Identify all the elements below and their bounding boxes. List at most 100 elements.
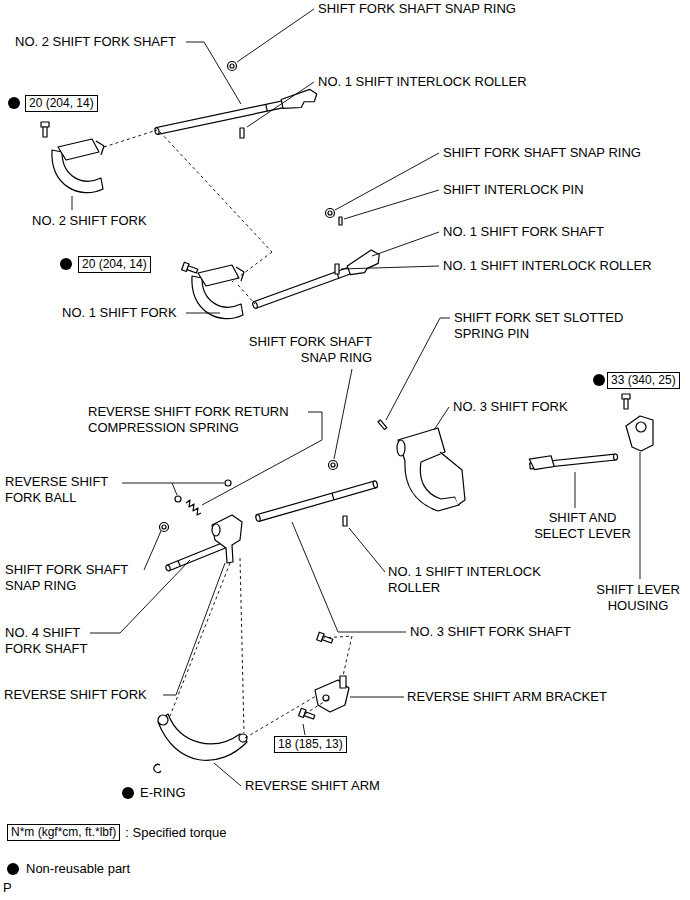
- leader-line: [372, 232, 439, 256]
- shift-and-select-lever: [530, 454, 616, 469]
- reverse-shift-fork: [212, 524, 220, 536]
- leader-line: [349, 528, 385, 572]
- part-label: NO. 3 SHIFT FORK: [453, 399, 568, 415]
- legend-swatch: [7, 863, 19, 875]
- non-reusable-dot: [593, 374, 605, 386]
- snap-ring: [326, 209, 335, 218]
- leader-line: [72, 9, 640, 786]
- non-reusable-dot: [60, 258, 72, 270]
- ball: [225, 480, 231, 486]
- assembly-line: [322, 636, 352, 638]
- torque-box: 33 (340, 25): [607, 372, 680, 389]
- reverse-shift-arm: [158, 714, 247, 760]
- non-reusable-dot: [122, 787, 134, 799]
- snap-ring: [160, 62, 338, 532]
- part-label: SHIFT FORK SHAFT SNAP RING: [318, 1, 516, 17]
- assembly-line: [232, 252, 272, 282]
- leader-line: [303, 724, 305, 735]
- shift-fork-shaft: [252, 301, 258, 309]
- shift-fork-shaft: [266, 104, 267, 111]
- leader-line: [575, 472, 576, 508]
- assembly-line: [240, 558, 244, 733]
- interlock-roller: [240, 128, 244, 138]
- interlock-roller: [335, 264, 339, 274]
- legend-text: : Specified torque: [125, 825, 226, 841]
- part-label: NO. 1 SHIFT INTERLOCK ROLLER: [443, 258, 652, 274]
- part-label: SHIFT FORK SHAFT SNAP RING: [5, 562, 145, 594]
- bolt: [317, 632, 334, 645]
- torque-value: 33 (340, 25): [611, 373, 676, 388]
- shift-fork: [96, 141, 104, 155]
- bolt: [622, 394, 630, 409]
- torque-value: 20 (204, 14): [29, 96, 94, 111]
- interlock-roller: [343, 516, 347, 526]
- shift-fork: [58, 139, 99, 160]
- legend-text: Non-reusable part: [26, 861, 130, 877]
- assembly-line: [170, 563, 230, 716]
- part-label: NO. 1 SHIFT INTERLOCK ROLLER: [388, 564, 573, 596]
- leader-line: [247, 82, 314, 127]
- leader-line: [163, 563, 225, 695]
- shift-fork: [397, 440, 405, 456]
- torque-box: 20 (204, 14): [25, 95, 98, 112]
- leader-line: [335, 153, 439, 210]
- bolt: [304, 712, 315, 719]
- leader-line: [172, 483, 177, 495]
- exploded-illustration: [41, 62, 653, 773]
- shift-fork-shaft: [178, 561, 180, 567]
- assembly-line: [104, 130, 157, 147]
- leader-line: [434, 407, 449, 430]
- part-label: REVERSE SHIFT ARM BRACKET: [407, 689, 607, 705]
- spring-pin: [378, 420, 387, 430]
- shift-lever-housing: [626, 416, 653, 451]
- reverse-shift-fork: [212, 515, 242, 563]
- assembly-line: [160, 132, 272, 252]
- shift-lever-housing: [626, 416, 653, 451]
- figure-code: P: [3, 880, 12, 896]
- shift-fork-shaft: [154, 127, 159, 135]
- part-label: REVERSE SHIFT ARM: [245, 778, 380, 794]
- leader-line: [72, 196, 73, 210]
- leader-line: [186, 313, 220, 314]
- leader-line: [214, 763, 241, 786]
- part-label: REVERSE SHIFT FORK RETURN COMPRESSION SP…: [88, 404, 318, 436]
- snap-ring: [228, 62, 237, 71]
- interlock-pin: [339, 217, 342, 225]
- e-ring: [154, 764, 161, 772]
- torque-value: 18 (185, 13): [278, 737, 343, 752]
- part-label: SHIFT FORK SHAFT SNAP RING: [443, 145, 641, 161]
- shift-fork-shaft: [257, 481, 376, 521]
- shift-fork-shaft: [332, 493, 334, 500]
- leader-line: [237, 9, 314, 62]
- non-reusable-dot: [8, 97, 20, 109]
- torque-value: 20 (204, 14): [82, 257, 147, 272]
- shift-fork-shaft: [249, 248, 383, 312]
- torque-box: 18 (185, 13): [274, 736, 347, 753]
- assembly-line: [245, 696, 316, 738]
- shift-fork-shaft: [345, 248, 383, 277]
- shift-fork: [397, 428, 465, 511]
- bolt: [622, 394, 630, 399]
- part-label: NO. 1 SHIFT FORK: [62, 305, 177, 321]
- reverse-shift-arm-bracket: [340, 676, 346, 688]
- bolt: [41, 122, 49, 137]
- assembly-line: [238, 285, 255, 304]
- shift-fork: [440, 452, 465, 505]
- snap-ring: [328, 211, 332, 215]
- shift-lever-housing: [636, 422, 646, 432]
- part-label: NO. 2 SHIFT FORK: [32, 213, 147, 229]
- bolt: [182, 262, 199, 275]
- part-label: REVERSE SHIFT FORK BALL: [5, 474, 125, 506]
- spring-pin: [378, 420, 387, 430]
- shift-fork-shaft: [255, 514, 261, 522]
- part-label: SHIFT FORK SHAFT SNAP RING: [232, 334, 372, 366]
- snap-ring: [329, 461, 338, 470]
- leader-line: [341, 266, 439, 269]
- shift-fork-shaft: [372, 480, 378, 488]
- snap-ring: [160, 523, 169, 532]
- shift-fork: [198, 265, 239, 286]
- shift-fork-shaft: [165, 564, 171, 571]
- snap-ring: [331, 463, 335, 467]
